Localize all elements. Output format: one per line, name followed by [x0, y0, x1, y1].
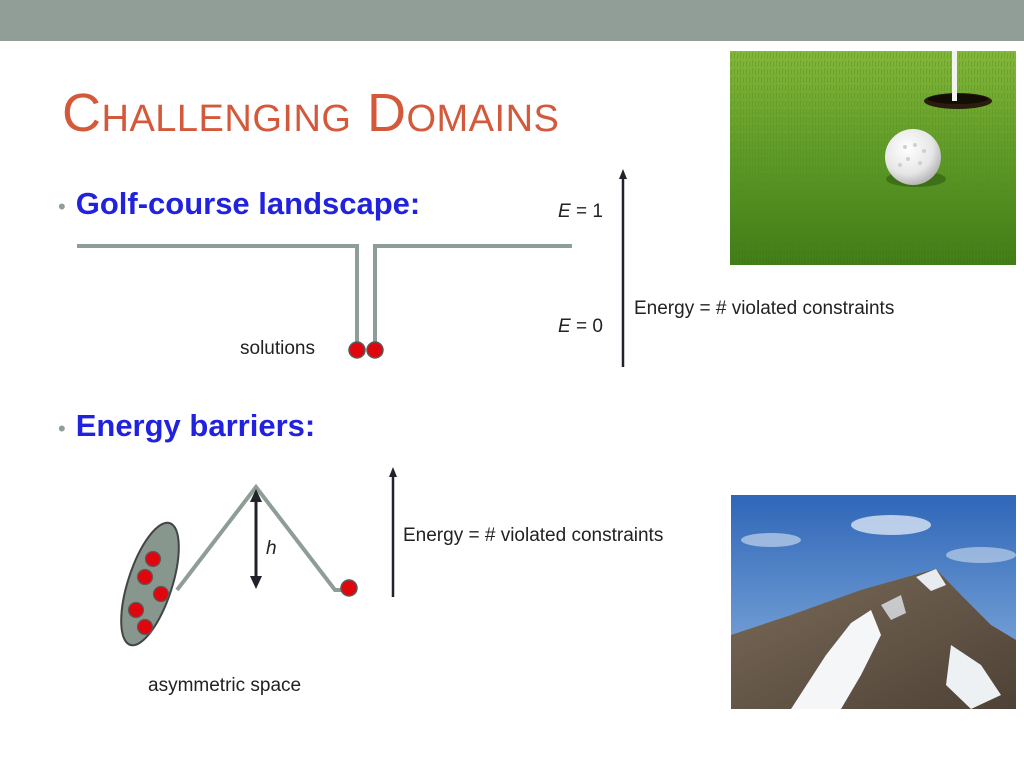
bullet-energy-barriers: • Energy barriers: [58, 408, 315, 444]
barrier-height-label: h [266, 538, 277, 559]
solution-dot [366, 341, 384, 359]
golf-course-landscape [77, 244, 572, 359]
barrier-height-arrowhead-down [250, 576, 262, 589]
state-dot [152, 585, 170, 603]
asymmetric-space-label: asymmetric space [148, 675, 302, 696]
bullet-dot-icon: • [58, 416, 66, 441]
target-state-dot [340, 579, 358, 597]
energy-axis-label: Energy = # violated constraints [403, 525, 664, 546]
bullet-golf-course: • Golf-course landscape: [58, 186, 420, 222]
state-dot [127, 601, 145, 619]
golf-landscape-line [373, 244, 572, 350]
top-bar [0, 0, 1024, 41]
energy-axis-label: Energy = # violated constraints [634, 298, 895, 319]
bullet-text: Energy barriers: [75, 408, 316, 443]
bullet-dot-icon: • [58, 194, 66, 219]
energy-zero-label: E = 0 [558, 316, 603, 337]
golf-ball-photo [730, 51, 1016, 265]
mountain-photo [731, 495, 1016, 709]
state-dot [144, 550, 162, 568]
state-dot [136, 618, 154, 636]
barrier-height-arrowhead-up [250, 489, 262, 502]
solutions-label: solutions [240, 338, 315, 359]
golf-landscape-line [77, 244, 359, 350]
solution-dot [348, 341, 366, 359]
slide-title: Challenging Domains [62, 83, 560, 143]
energy-one-label: E = 1 [558, 201, 603, 222]
bullet-text: Golf-course landscape: [75, 186, 421, 221]
barrier-peak-line [175, 483, 349, 592]
energy-barrier-landscape [120, 483, 358, 647]
state-dot [136, 568, 154, 586]
